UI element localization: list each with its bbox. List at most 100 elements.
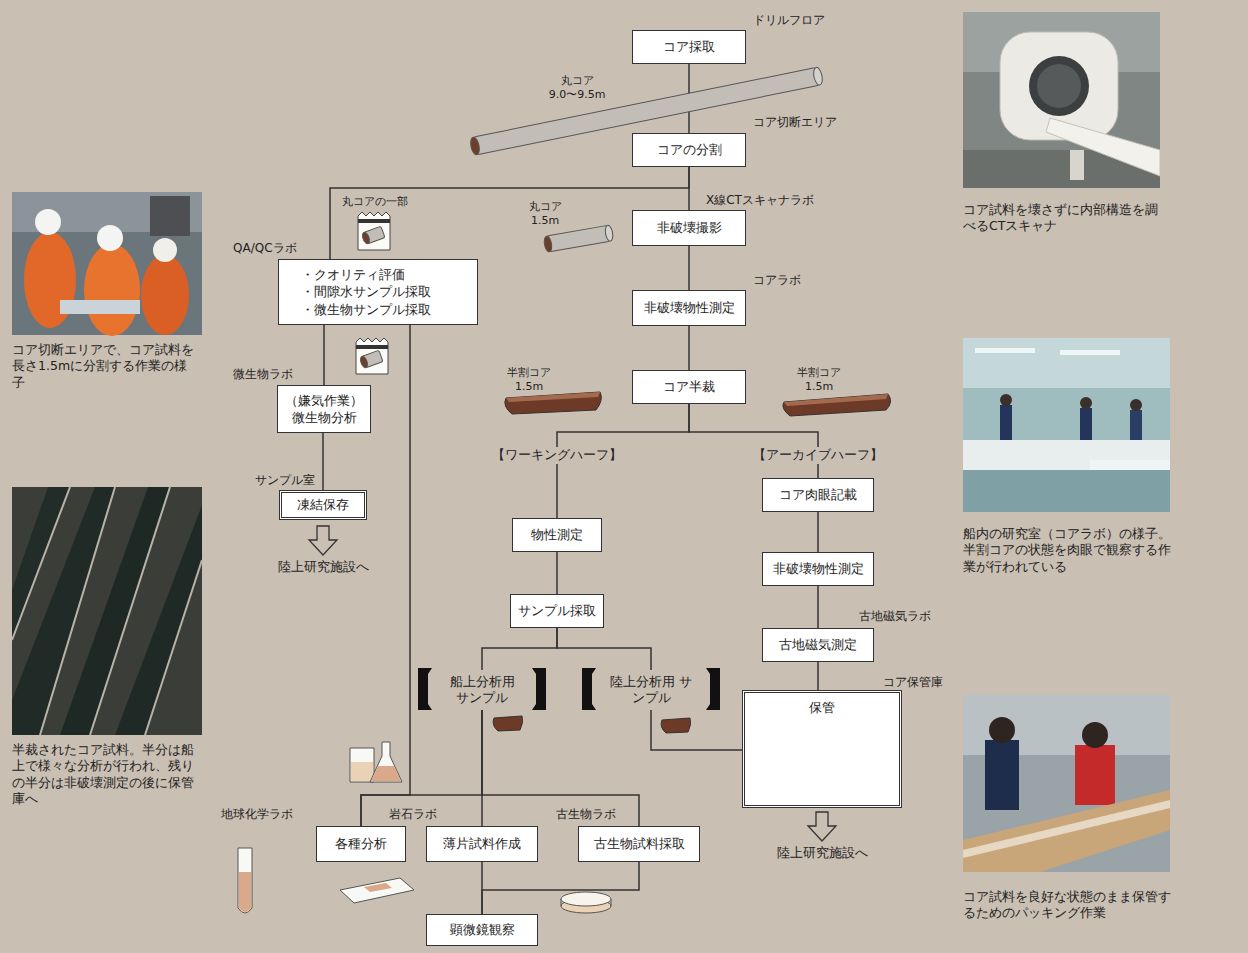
illustration-part	[371, 766, 401, 781]
lab-heading: コア切断エリア	[753, 115, 837, 129]
illustration-part	[359, 355, 369, 368]
process-box: 凍結保存サンプル室	[279, 490, 367, 520]
illustration-part	[582, 668, 596, 710]
illustration-part	[35, 209, 61, 235]
sample-bag	[358, 212, 390, 250]
lab-heading: 古生物ラボ	[556, 807, 616, 821]
note-label: 丸コア 1.5m	[522, 200, 568, 229]
box-text: 古生物試料採取	[594, 835, 685, 852]
box-body: （嫌気作業）微生物分析	[278, 386, 370, 432]
illustration-part	[469, 136, 480, 155]
box-text: 陸上分析用 サンプル	[608, 674, 694, 707]
illustration-part	[97, 225, 123, 251]
connector	[651, 710, 742, 750]
process-box: 非破壊物性測定コアラボ	[632, 290, 746, 326]
lab-heading: コア保管庫	[883, 675, 943, 689]
box-body: 非破壊物性測定	[633, 291, 745, 325]
illustration-part	[40, 487, 115, 735]
process-box: ・クオリティ評価・間隙水サンプル採取・微生物サンプル採取QA/QCラボ	[278, 259, 478, 325]
process-box: コア肉眼記載	[762, 478, 874, 512]
illustration-part	[985, 740, 1019, 810]
illustration-part	[963, 790, 1170, 872]
connector	[482, 710, 639, 826]
connector	[323, 325, 325, 385]
connector	[322, 433, 324, 490]
process-box: （嫌気作業）微生物分析微生物ラボ	[277, 385, 371, 433]
illustration-part	[506, 392, 600, 402]
illustration-part	[361, 226, 385, 244]
photo-caption: 船内の研究室（コアラボ）の様子。半割コアの状態を肉眼で観察する作業が行われている	[963, 526, 1177, 575]
illustration-part	[356, 338, 388, 374]
note-label: 陸上研究施設へ	[767, 845, 877, 862]
beaker-icon	[350, 742, 402, 782]
illustration-part	[1037, 64, 1081, 108]
photo-caption: コア試料を壊さずに内部構造を調べるCTスキャナ	[963, 202, 1168, 235]
box-body: 各種分析	[317, 827, 405, 861]
process-box: 物性測定	[512, 518, 602, 552]
box-body: 物性測定	[513, 519, 601, 551]
lab-heading: QA/QCラボ	[233, 241, 297, 255]
photo-cutting-area	[12, 192, 202, 336]
illustration-part	[359, 350, 383, 368]
illustration-part	[661, 718, 691, 733]
box-body: 古地磁気測定	[763, 629, 873, 661]
illustration-part	[356, 345, 388, 349]
illustration-part	[350, 748, 374, 782]
box-text: コア採取	[663, 38, 715, 55]
lab-heading: 地球化学ラボ	[221, 807, 293, 821]
illustration-part	[989, 717, 1015, 743]
photo-caption: コア試料を良好な状態のまま保管するためのパッキング作業	[963, 889, 1177, 922]
connector	[817, 662, 819, 690]
illustration-part	[12, 487, 202, 735]
illustration-part	[12, 487, 70, 640]
illustration-part	[1080, 408, 1092, 440]
illustration-part	[238, 848, 252, 913]
illustration-part	[418, 668, 432, 710]
box-body: 薄片試料作成	[427, 827, 537, 861]
box-text: 非破壊物性測定	[773, 560, 864, 577]
photo-core-lab	[963, 338, 1170, 512]
box-text: 顕微鏡観察	[450, 921, 515, 938]
box-text: 各種分析	[335, 835, 387, 852]
illustration-part	[1029, 56, 1089, 116]
box-text: 非破壊物性測定	[644, 299, 735, 316]
illustration-part	[783, 394, 891, 416]
illustration-part	[812, 67, 823, 86]
half-core	[505, 392, 601, 414]
box-body: ・クオリティ評価・間隙水サンプル採取・微生物サンプル採取	[279, 260, 477, 324]
box-text: （嫌気作業）	[285, 392, 363, 409]
illustration-part	[364, 883, 392, 892]
connector	[817, 586, 819, 628]
connector	[817, 512, 819, 552]
process-box: 薄片試料作成岩石ラボ	[426, 826, 538, 862]
connector	[557, 628, 651, 670]
lab-heading: 古地磁気ラボ	[859, 609, 931, 623]
test-tube-icon	[238, 848, 252, 913]
note-label: 陸上研究施設へ	[268, 559, 378, 576]
illustration-part	[150, 196, 190, 236]
illustration-part	[1070, 150, 1084, 180]
box-body: 非破壊撮影	[633, 211, 745, 245]
illustration-part	[358, 219, 390, 223]
box-body: 船上分析用 サンプル	[432, 670, 532, 710]
lab-heading: 微生物ラボ	[233, 367, 293, 381]
illustration-part	[963, 338, 1170, 512]
process-box: 古地磁気測定古地磁気ラボ	[762, 628, 874, 662]
illustration-part	[358, 212, 390, 250]
connector	[361, 710, 482, 826]
illustration-part	[532, 668, 546, 710]
note-label: 半割コア 1.5m	[790, 366, 848, 395]
box-text: 薄片試料作成	[443, 835, 521, 852]
bracket	[418, 668, 720, 710]
illustration-part	[145, 560, 202, 735]
illustration-part	[1000, 394, 1012, 406]
lab-heading: X線CTスキャナラボ	[706, 193, 814, 207]
photo-half-cores	[12, 487, 202, 735]
illustration-part	[141, 255, 189, 335]
lab-heading: サンプル室	[255, 473, 315, 487]
lab-heading: 岩石ラボ	[389, 807, 437, 821]
box-body: 顕微鏡観察	[427, 915, 537, 945]
illustration-part	[808, 812, 836, 841]
